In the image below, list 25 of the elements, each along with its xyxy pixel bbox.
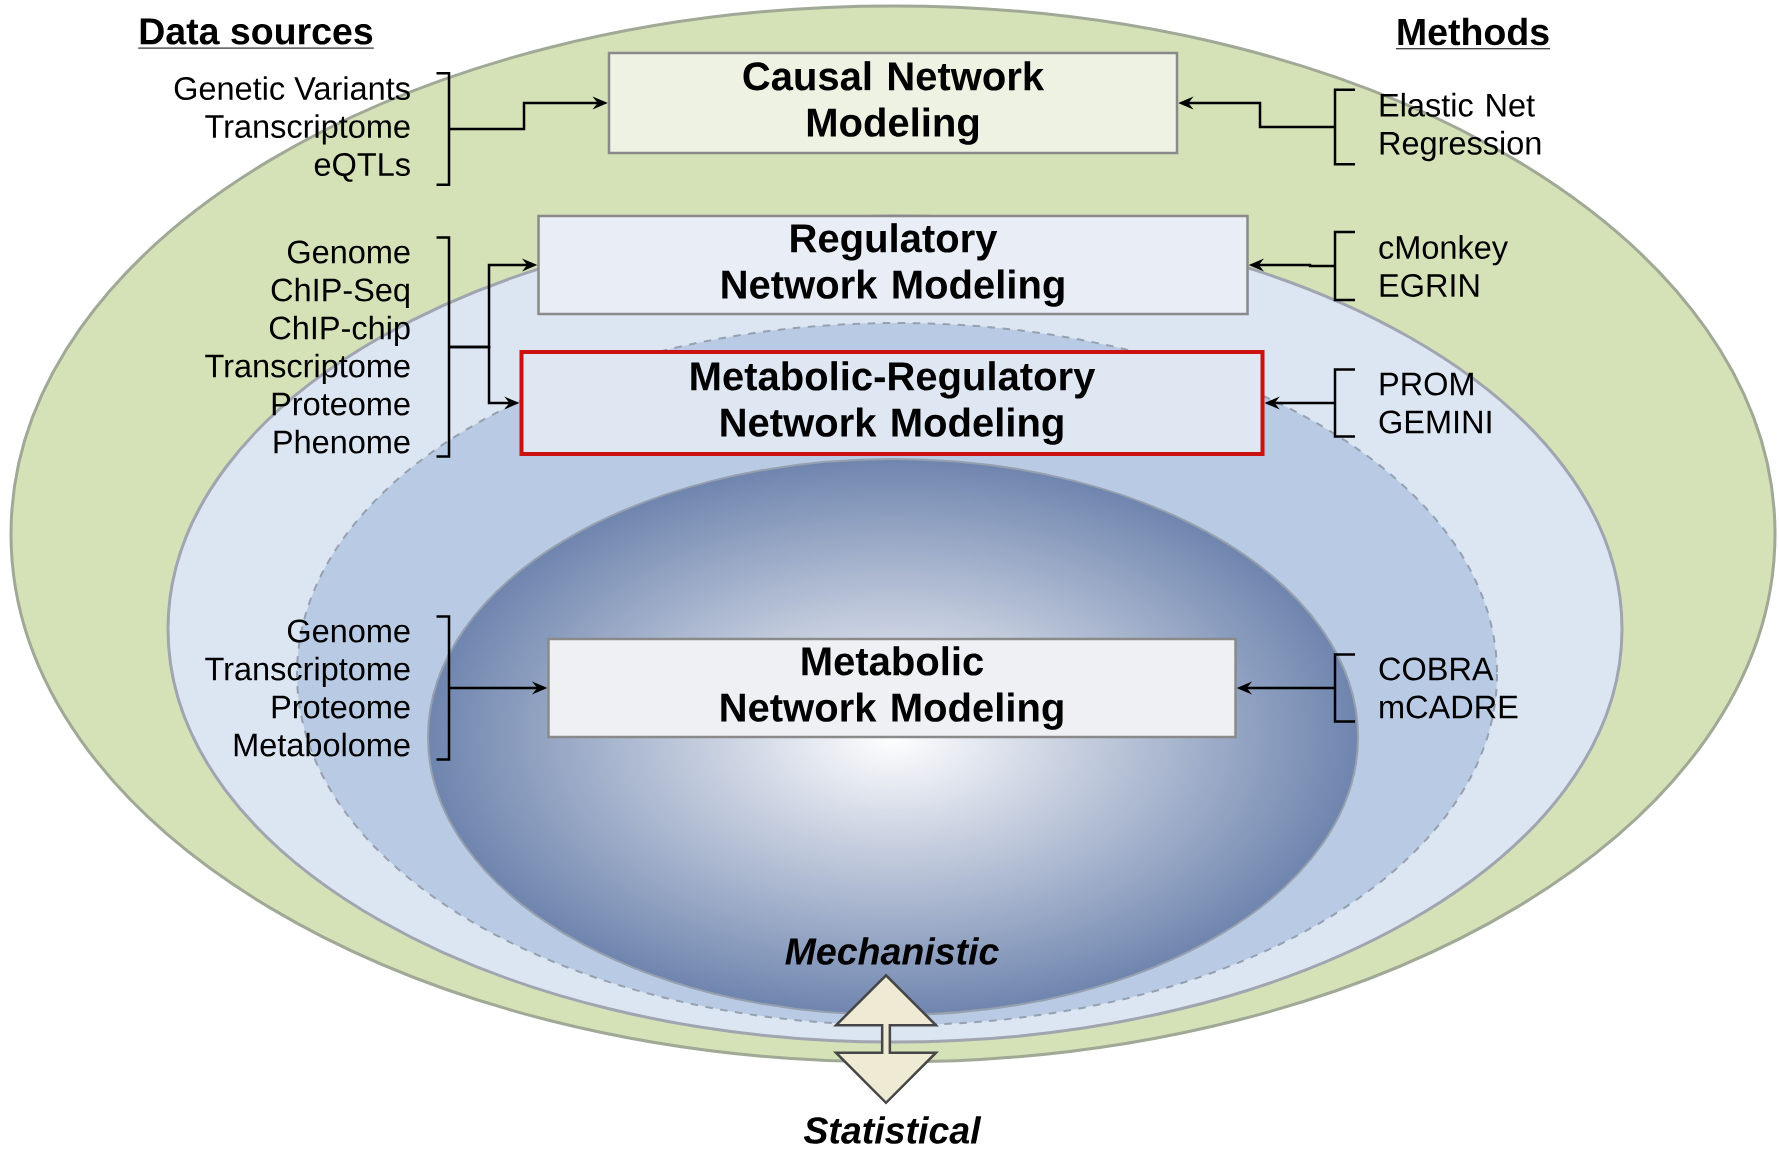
source-list: Genetic Variants Transcriptome eQTLs — [174, 76, 410, 182]
method-list: PROM GEMINI — [1379, 372, 1491, 434]
node-label: Transcriptome — [205, 656, 410, 687]
source-list: Genome ChIP-Seq ChIP-chip Transcriptome Proteome Phenome — [205, 240, 410, 454]
node-label: ChIP-chip — [269, 315, 410, 346]
node-label: Proteome — [272, 695, 410, 719]
node-label: ChIP-Seq — [271, 277, 409, 308]
heading: Methods — [1395, 17, 1551, 50]
node-label: Metabolome — [234, 732, 410, 757]
method-list: cMonkey EGRIN — [1379, 235, 1508, 297]
node-label: Proteome — [272, 392, 410, 416]
node-label: Phenome — [274, 429, 410, 454]
model-box: Metabolic-Regulatory Network Modeling — [519, 350, 1265, 456]
node-label: Genome — [288, 619, 410, 643]
model-box: Causal Network Modeling — [607, 51, 1179, 155]
method-list: Elastic Net Regression — [1380, 92, 1541, 162]
model-box: Metabolic Network Modeling — [547, 637, 1237, 739]
axis-label: Statistical — [803, 1116, 982, 1144]
model-box: Regulatory Network Modeling — [537, 214, 1249, 316]
axis-label: Mechanistic — [785, 937, 999, 965]
heading: Data sources — [137, 18, 375, 49]
method-list: COBRA mCADRE — [1379, 657, 1518, 719]
source-list: Genome Transcriptome Proteome Metabolome — [205, 619, 410, 757]
node-label: Transcriptome — [205, 353, 410, 384]
node-label: Genome — [288, 240, 410, 264]
